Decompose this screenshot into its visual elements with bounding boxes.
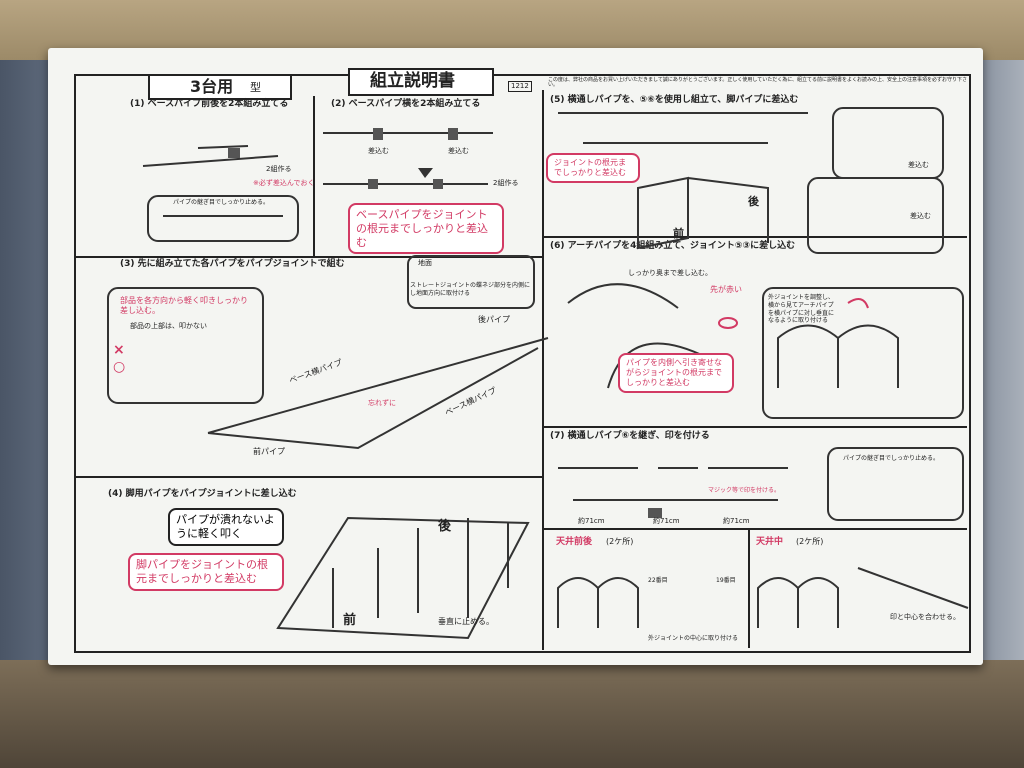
front-base-pipe — [207, 347, 539, 450]
step-1-detail-note: パイプの継ぎ目でしっかり止める。 — [173, 199, 270, 206]
rear-base-pipe — [207, 337, 549, 434]
detail-box-5b — [807, 177, 944, 254]
red-arrow — [847, 298, 869, 309]
position-22-label: 22番目 — [648, 577, 668, 584]
ceiling-middle-count: (2ケ所) — [796, 537, 824, 546]
ceiling-front-back-title: 天井前後 — [556, 537, 593, 547]
model-suffix: 型 — [250, 81, 261, 94]
step-6-callout: パイプを内側へ引き寄せながらジョイントの根元までしっかりと差込む — [618, 353, 734, 393]
step-2-callout: ベースパイプをジョイントの根元までしっかりと差込む — [348, 203, 504, 255]
front-pipe-label: 前パイプ — [253, 447, 285, 456]
joint — [368, 179, 378, 189]
ceiling-frame-right — [757, 577, 839, 628]
front-label: 前 — [673, 227, 684, 240]
ceiling-front-back-count: (2ケ所) — [606, 537, 634, 546]
divider — [542, 90, 544, 650]
joint — [448, 128, 458, 140]
ceiling-pipe — [857, 567, 969, 609]
rear-label: 後 — [438, 519, 452, 534]
cardboard-background-bottom — [0, 660, 1024, 768]
step-3-callout: 部品を各方向から軽く叩きしっかり差し込む。 — [120, 296, 248, 316]
step-6-title: (6) アーチパイプを4組組み立て、ジョイント⑤③に差し込む — [550, 241, 796, 251]
step-7-detail-note: パイプの継ぎ目でしっかり止める。 — [843, 455, 940, 462]
rear-label: 後 — [748, 195, 759, 208]
sheet-border — [74, 74, 971, 653]
divider — [542, 528, 967, 530]
red-tip-label: 先が赤い — [710, 285, 742, 294]
length-label: 約71cm — [578, 517, 605, 525]
insert-label: 差込む — [908, 161, 929, 169]
front-label: 前 — [343, 613, 357, 628]
ceiling-middle-title: 天井中 — [756, 537, 784, 547]
step-6-note: しっかり奥まで差し込む。 — [628, 269, 712, 277]
length-label: 約71cm — [723, 517, 750, 525]
step-3-title: (3) 先に組み立てた各パイプをパイプジョイントで組む — [120, 259, 345, 269]
page-title: 組立説明書 — [370, 71, 455, 91]
detail-box-7 — [827, 447, 964, 521]
step-2-insert: 差込む — [368, 147, 389, 155]
mark-note: マジック等で印を付ける。 — [708, 487, 781, 494]
step-3-callout-note: 部品の上部は、叩かない — [130, 322, 207, 330]
intro-text: この度は、弊社の商品をお買い上げいただきまして誠にありがとうございます。正しく使… — [548, 77, 968, 88]
step-4-callout-pink: 脚パイプをジョイントの根元までしっかりと差込む — [128, 553, 284, 591]
frame-base — [276, 516, 530, 640]
divider — [542, 426, 967, 428]
divider — [748, 528, 750, 648]
step-7-title: (7) 横通しパイプ⑥を継ぎ、印を付ける — [550, 431, 710, 441]
divider — [542, 236, 967, 238]
joint — [433, 179, 443, 189]
code-badge: 1212 — [508, 81, 532, 92]
length-label: 約71cm — [653, 517, 680, 525]
insert-label: 差込む — [910, 212, 931, 220]
frame-5 — [637, 176, 769, 250]
divider — [74, 476, 542, 478]
step-5-title: (5) 横通しパイプを、⑤⑥を使用し組立て、脚パイプに差込む — [550, 95, 799, 105]
ceiling-frame-left — [557, 577, 639, 628]
base-pipe-front — [142, 155, 279, 167]
arch-frame — [777, 324, 899, 388]
joint — [373, 128, 383, 140]
position-19-label: 19番目 — [716, 577, 736, 584]
red-tip-marker — [718, 317, 738, 329]
step-2-title: (2) ベースパイプ横を2本組み立てる — [331, 99, 481, 109]
dont-forget-note: 忘れずに — [368, 399, 396, 407]
arch-insert — [607, 342, 709, 389]
down-arrow-icon — [418, 168, 433, 178]
step-1-warning: ※必ず差込んでおく — [253, 179, 315, 187]
step-2-note: 2組作る — [493, 179, 519, 187]
instruction-sheet: 3台用 型 組立説明書 1212 この度は、弊社の商品をお買い上げいただきまして… — [48, 48, 983, 665]
joint-pipe — [197, 145, 249, 149]
step-1-note: 2組作る — [266, 165, 292, 173]
crossbar-pipes — [558, 112, 808, 144]
step-5-callout: ジョイントの根元までしっかりと差込む — [546, 153, 640, 183]
step-2-insert: 差込む — [448, 147, 469, 155]
detail-box-1 — [147, 195, 299, 242]
rear-pipe-label: 後パイプ — [478, 315, 510, 324]
joint — [228, 148, 240, 158]
step-4-title: (4) 脚用パイプをパイプジョイントに差し込む — [108, 489, 297, 499]
model-label: 3台用 — [190, 77, 234, 96]
leg-pipes — [332, 518, 509, 628]
ground-detail-box — [407, 255, 535, 309]
ground-note: ストレートジョイントの蝶ネジ部分を内側にし地面方向に取付ける — [410, 282, 531, 297]
assembly-diagrams — [107, 107, 969, 640]
step-4-callout: パイプが潰れないように軽く叩く — [168, 508, 284, 546]
step-6-right-note: 外ジョイントを調整し、横から見てアーチパイプを横パイプに対し垂直になるように取り… — [768, 294, 835, 325]
correct-icon: ○ — [113, 359, 126, 375]
vertical-note: 垂直に止める。 — [438, 617, 494, 626]
divider — [74, 256, 542, 258]
wrong-icon: × — [113, 342, 125, 358]
divider — [313, 96, 315, 256]
joint — [648, 508, 662, 518]
callout-box-3 — [107, 287, 264, 404]
ground-label: 地面 — [418, 259, 432, 267]
title-box: 組立説明書 — [348, 68, 494, 96]
ceiling-right-note: 印と中心を合わせる。 — [890, 613, 960, 621]
ceiling-bottom-note: 外ジョイントの中心に取り付ける — [648, 635, 739, 642]
step-1-title: (1) ベースパイプ前後を2本組み立てる — [130, 99, 289, 109]
detail-box-6 — [762, 287, 964, 419]
arch-pipe — [567, 283, 679, 309]
model-box: 3台用 型 — [148, 74, 292, 100]
